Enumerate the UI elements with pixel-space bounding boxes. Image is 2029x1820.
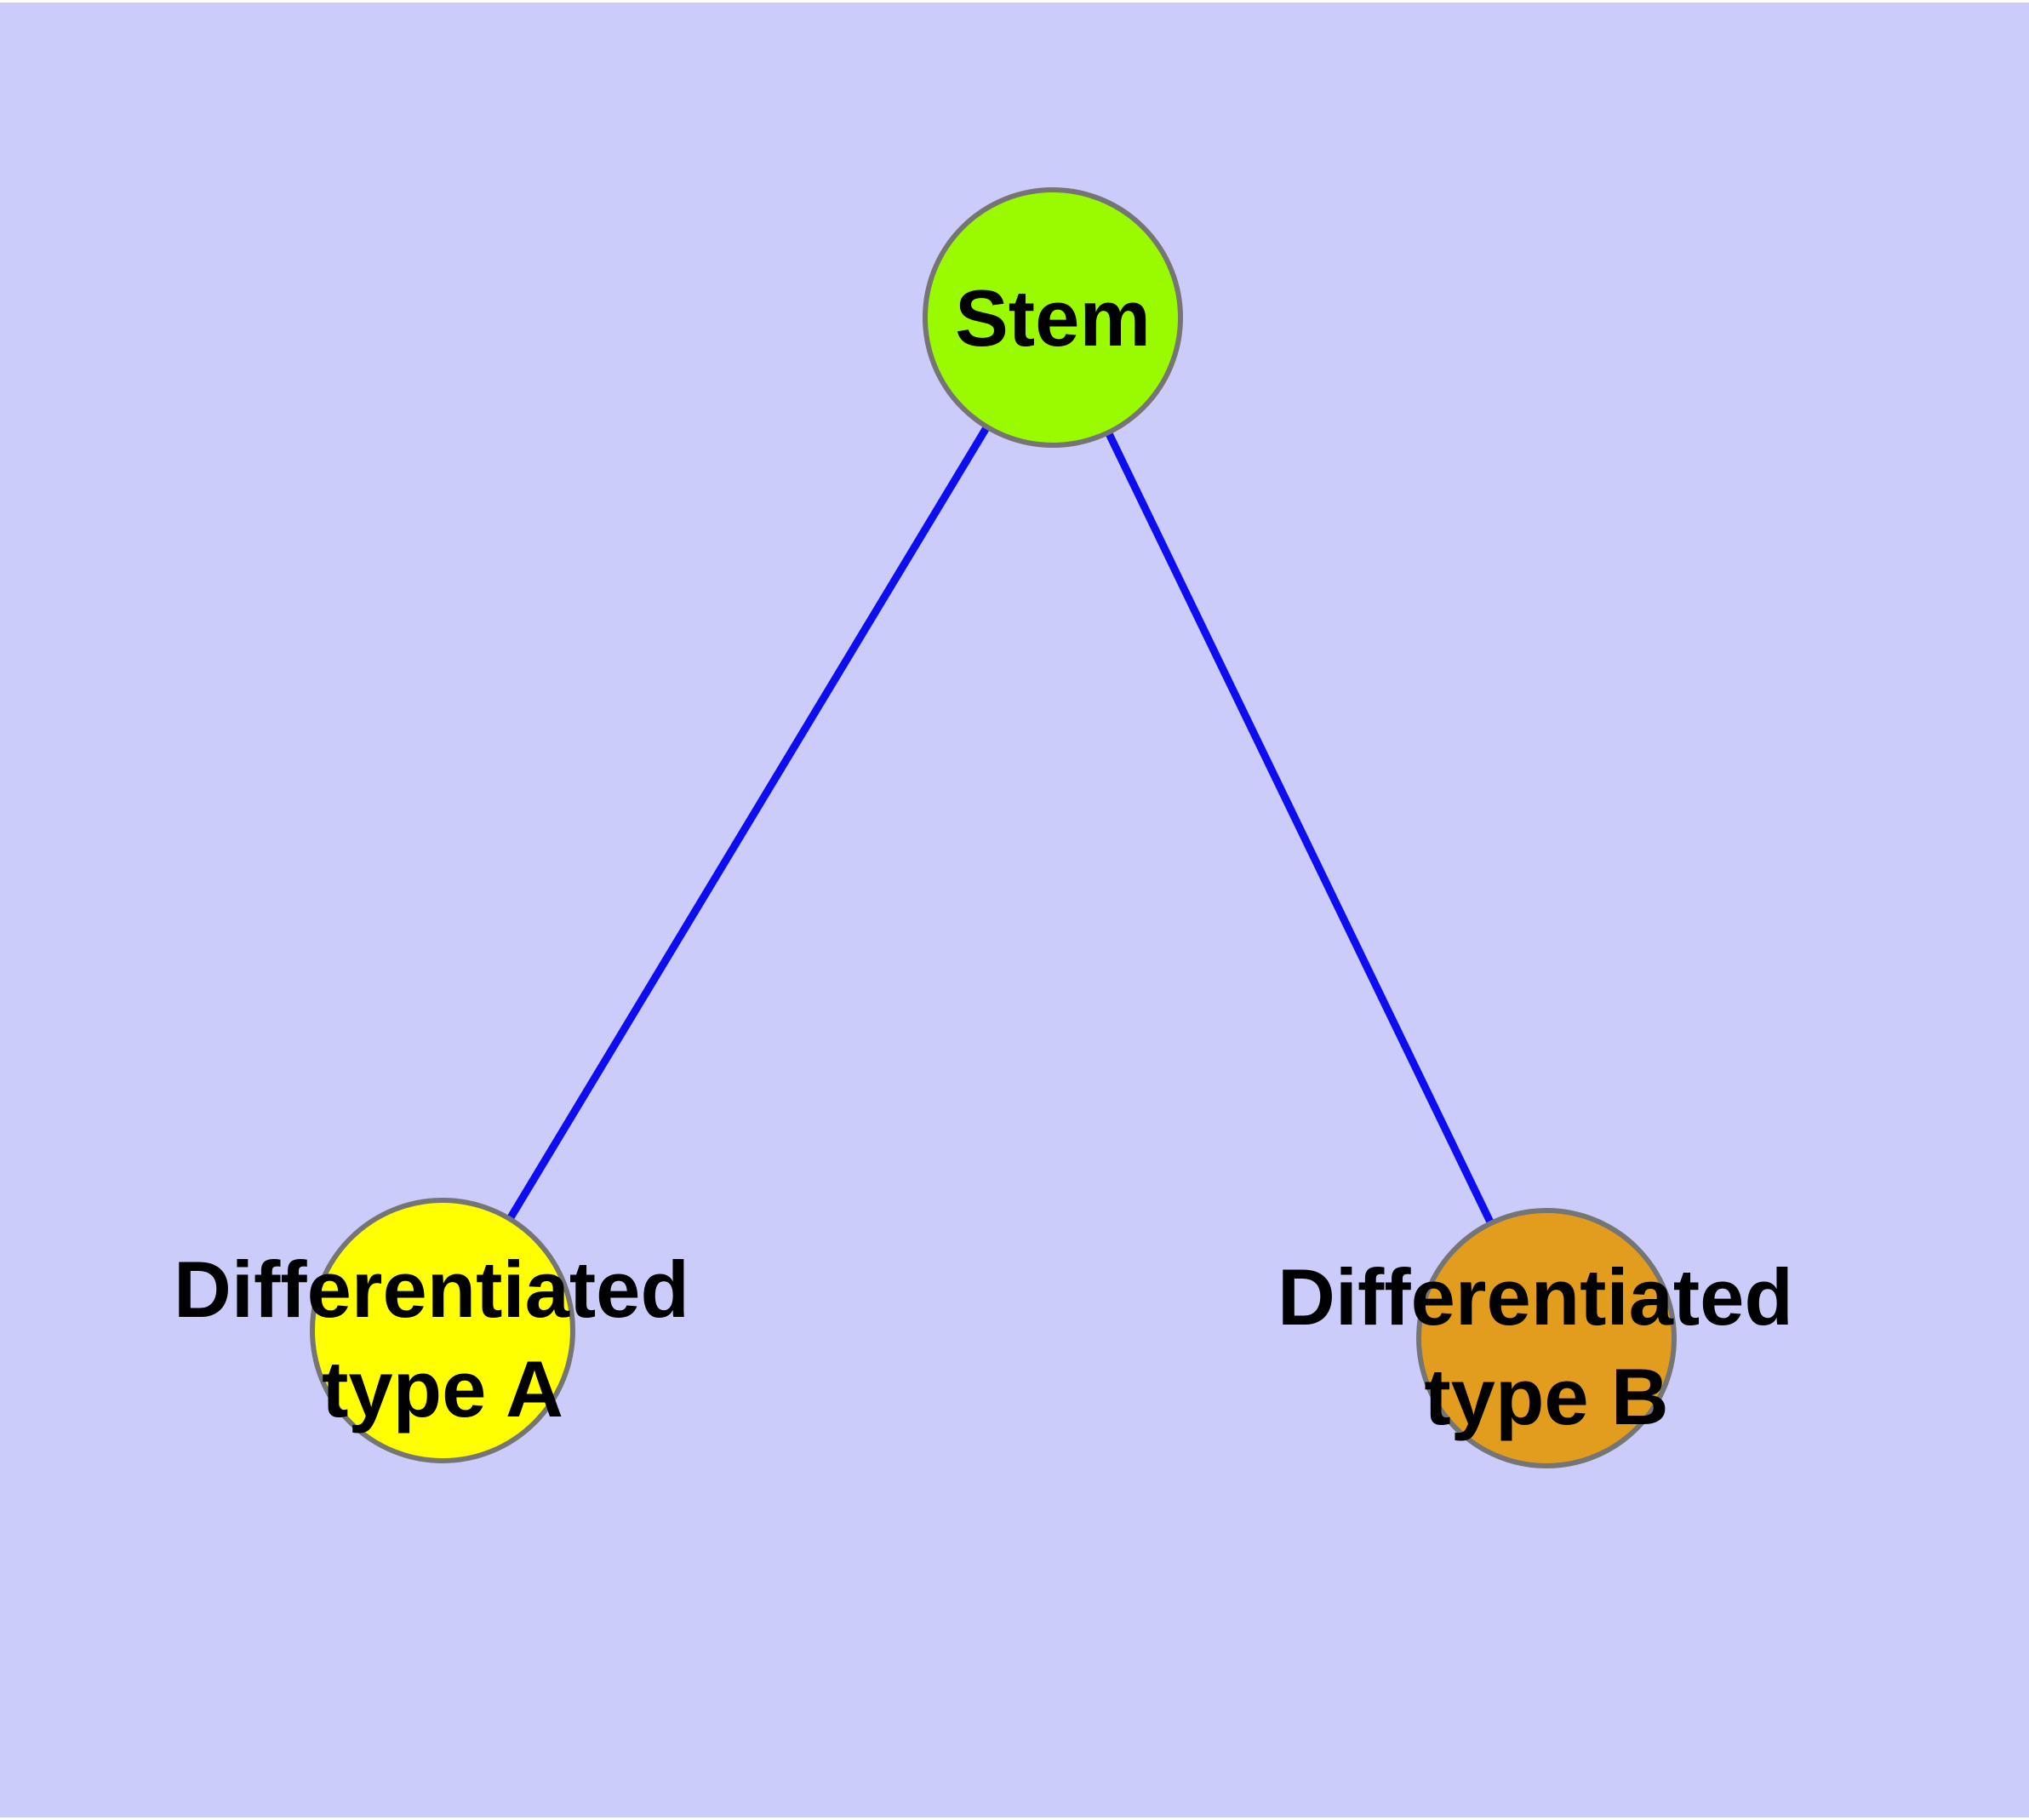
differentiated-type-b-label-line-2: type B (1424, 1352, 1668, 1441)
differentiated-type-a-label-line-1: Differentiated (174, 1245, 689, 1334)
differentiated-type-b-node (1416, 1208, 1677, 1468)
differentiated-type-b-label: Differentiated type B (1277, 1252, 1815, 1441)
differentiated-type-b-label-line-1: Differentiated (1277, 1252, 1793, 1342)
stem-node (923, 187, 1183, 448)
edge-stem-to-differentiated-type-a (439, 315, 1056, 1333)
edge-stem-to-differentiated-type-b (1049, 316, 1551, 1340)
stem-node-label: Stem (955, 273, 1151, 363)
differentiated-type-a-node (310, 1198, 575, 1463)
stem-label-line-1: Stem (955, 273, 1151, 363)
differentiated-type-a-label: Differentiated type A (174, 1245, 712, 1434)
differentiated-type-a-label-line-2: type A (322, 1344, 563, 1434)
